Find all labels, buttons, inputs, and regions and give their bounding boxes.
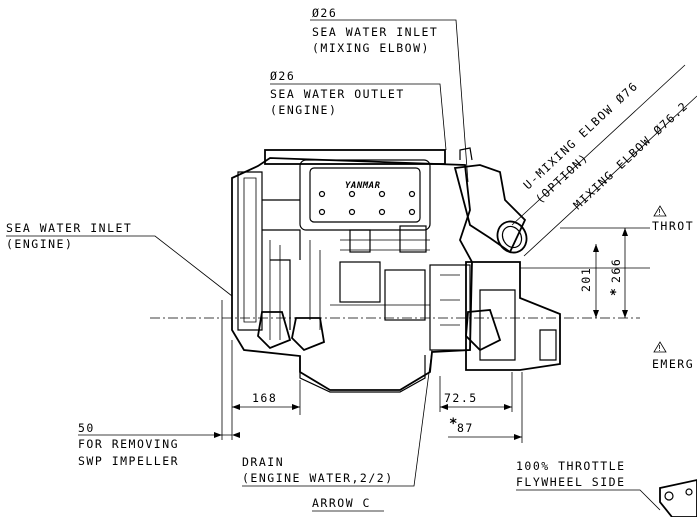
- u-mixing-elbow-label: U-MIXING ELBOW Ø76: [520, 79, 640, 193]
- dim-87-mark: *: [449, 416, 457, 432]
- warning-icon: [653, 341, 667, 353]
- drain-label: DRAIN: [242, 455, 284, 469]
- sw-inlet-engine-label: SEA WATER INLET: [6, 221, 132, 235]
- engine-body: [231, 147, 561, 393]
- throttle-detail-drawing: [659, 479, 697, 517]
- sw-outlet-sub: (ENGINE): [270, 103, 337, 117]
- brand-logo: YANMAR: [345, 181, 381, 191]
- warning-mark-throttle: !: [657, 208, 662, 217]
- dim-266-mark: *: [609, 288, 624, 296]
- throttle-100-label: 100% THROTTLE: [516, 459, 626, 473]
- remove-label-1: FOR REMOVING: [78, 437, 179, 451]
- remove-label-2: SWP IMPELLER: [78, 454, 179, 468]
- warning-icon: [653, 205, 667, 217]
- emergency-label: EMERG: [652, 357, 694, 371]
- sw-outlet-label: SEA WATER OUTLET: [270, 87, 405, 101]
- sw-inlet-mixing-sub: (MIXING ELBOW): [312, 41, 430, 55]
- throttle-label: THROT: [652, 219, 694, 233]
- throttle-100-sub: FLYWHEEL SIDE: [516, 475, 626, 489]
- dim-87: 87: [457, 421, 474, 435]
- leader-lines: [6, 19, 697, 511]
- sw-inlet-engine-sub: (ENGINE): [6, 237, 73, 251]
- dim-201: 201: [579, 267, 593, 292]
- sw-outlet-dia: Ø26: [270, 69, 295, 83]
- remove-value: 50: [78, 421, 95, 435]
- dim-266: 266: [609, 258, 623, 283]
- dim-72-5: 72.5: [444, 391, 478, 405]
- drain-sub: (ENGINE WATER,2/2): [242, 471, 394, 485]
- dimension-lines: [78, 228, 628, 512]
- sw-inlet-mixing-label: SEA WATER INLET: [312, 25, 438, 39]
- arrow-c-label: ARROW C: [312, 496, 371, 510]
- sw-inlet-mixing-dia: Ø26: [312, 6, 337, 20]
- warning-mark-emergency: !: [657, 344, 662, 353]
- dim-168: 168: [252, 391, 277, 405]
